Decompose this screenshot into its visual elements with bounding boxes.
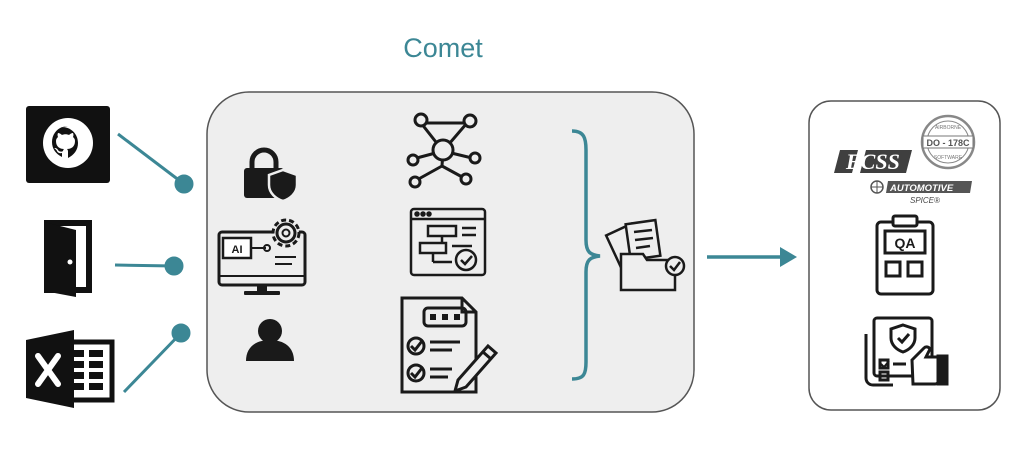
excel-icon xyxy=(26,330,115,408)
checklist-form-icon xyxy=(400,296,499,394)
flowchart-monitor-icon xyxy=(409,207,487,277)
excel-connector xyxy=(122,331,183,394)
svg-text:AUTOMOTIVE: AUTOMOTIVE xyxy=(889,183,954,194)
output-arrow xyxy=(707,247,797,267)
right-brace xyxy=(571,129,601,381)
svg-text:ECSS: ECSS xyxy=(845,149,900,174)
door-icon xyxy=(44,220,92,297)
ai-computer-gear-icon: AI xyxy=(217,218,307,295)
github-icon xyxy=(26,106,110,183)
svg-text:SPICE®: SPICE® xyxy=(910,196,940,205)
qa-clipboard-icon: QA xyxy=(875,214,935,296)
ecss-logo: ECSS xyxy=(834,149,912,174)
input-connectors xyxy=(114,132,194,394)
lock-shield-icon xyxy=(244,147,299,203)
document-folder-check-icon xyxy=(604,218,686,292)
quality-handshake-icon xyxy=(864,316,949,387)
svg-text:SOFTWARE: SOFTWARE xyxy=(934,155,963,161)
user-icon xyxy=(246,319,294,361)
network-graph-icon xyxy=(406,112,482,189)
svg-text:DO - 178C: DO - 178C xyxy=(926,138,970,148)
diagram-title: Comet xyxy=(403,33,483,63)
do178c-seal: AIRBORNE DO - 178C SOFTWARE xyxy=(920,114,976,170)
svg-text:AIRBORNE: AIRBORNE xyxy=(935,125,962,131)
github-connector-dot xyxy=(174,174,194,194)
comet-panel xyxy=(206,91,695,413)
excel-connector-dot xyxy=(171,323,191,343)
svg-text:QA: QA xyxy=(895,235,916,251)
github-connector xyxy=(117,132,185,186)
door-connector-dot xyxy=(164,256,184,276)
automotive-spice-logo: AUTOMOTIVE SPICE® xyxy=(870,180,972,205)
standards-panel xyxy=(808,100,1001,411)
svg-text:AI: AI xyxy=(232,244,243,256)
door-connector xyxy=(114,263,175,268)
